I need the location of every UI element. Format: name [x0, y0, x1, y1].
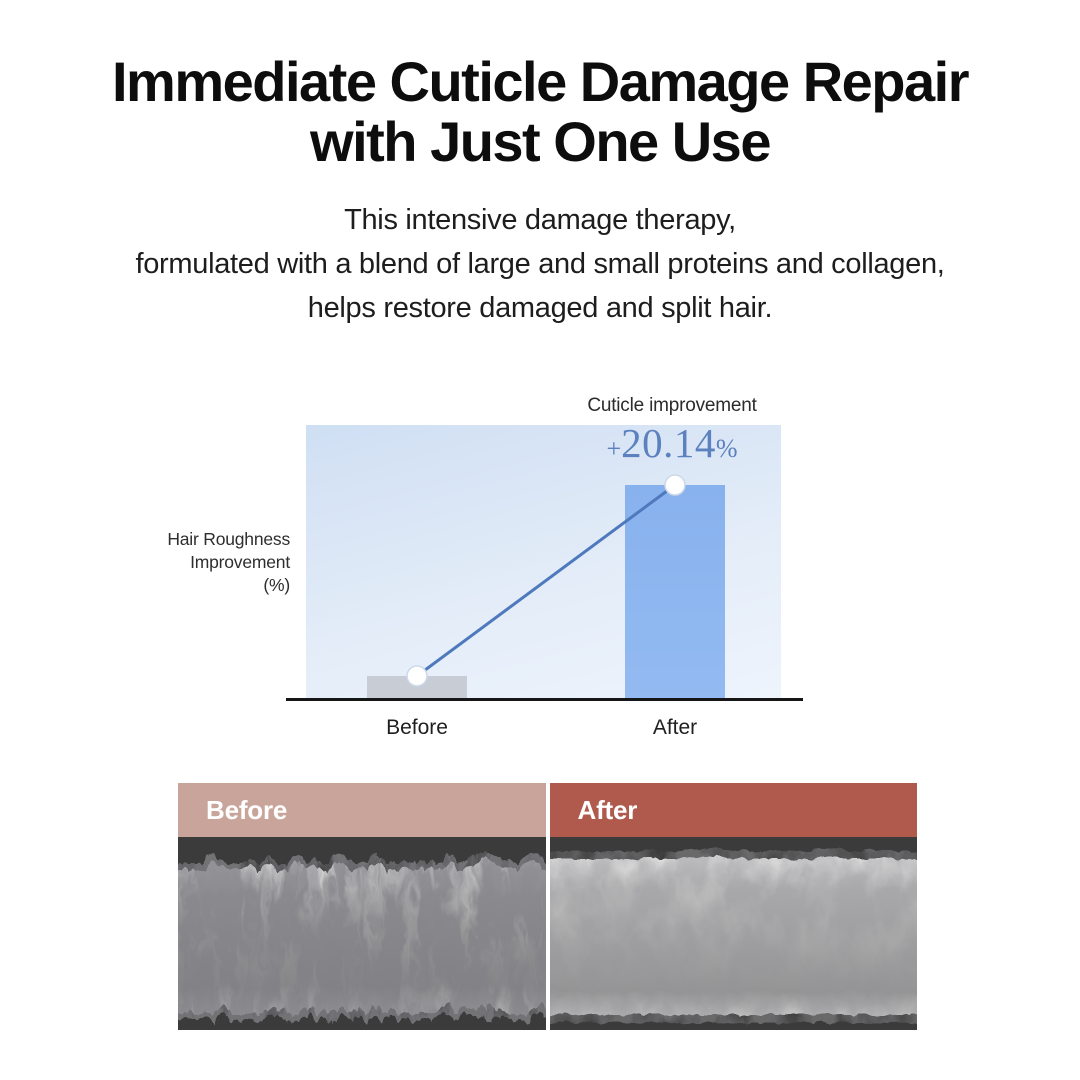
x-tick-label-after: After — [652, 716, 698, 739]
after-sem-image — [549, 837, 917, 1030]
value-percent-sign: % — [715, 434, 738, 463]
value-plus-sign: + — [606, 434, 622, 463]
cuticle-improvement-chart: Cuticle improvement +20.14% Hair Roughne… — [0, 380, 1080, 750]
title-line-1: Immediate Cuticle Damage Repair — [111, 50, 970, 113]
after-image-header: After — [549, 783, 917, 837]
bar-before — [367, 676, 467, 698]
before-image-header: Before — [178, 783, 546, 837]
after-image-panel: After — [549, 783, 917, 1030]
annotation-label: Cuticle improvement — [587, 395, 757, 416]
before-sem-texture — [178, 837, 546, 1030]
title-line-2: with Just One Use — [310, 110, 771, 173]
before-image-label: Before — [206, 794, 288, 825]
chart-annotation: Cuticle improvement +20.14% — [587, 395, 757, 467]
value-number: 20.14 — [621, 420, 716, 466]
subtitle-line-2: formulated with a blend of large and sma… — [135, 248, 945, 280]
y-axis-label-line-3: (%) — [263, 575, 290, 595]
after-image-label: After — [577, 794, 638, 825]
before-sem-image — [178, 837, 546, 1030]
before-after-comparison: Before — [178, 783, 917, 1030]
hero-section: Immediate Cuticle Damage Repair with Jus… — [0, 52, 1080, 330]
y-axis-label-line-1: Hair Roughness — [167, 529, 290, 549]
bar-after — [625, 485, 725, 698]
subtitle-line-3: helps restore damaged and split hair. — [307, 292, 773, 324]
page-title: Immediate Cuticle Damage Repair with Jus… — [0, 52, 1080, 172]
improvement-value: +20.14% — [587, 419, 756, 467]
y-axis-label-line-2: Improvement — [190, 552, 290, 572]
after-sem-texture — [549, 837, 917, 1030]
page-subtitle: This intensive damage therapy, formulate… — [0, 198, 1080, 330]
before-image-panel: Before — [178, 783, 546, 1030]
x-axis-line — [286, 698, 803, 701]
y-axis-label: Hair Roughness Improvement (%) — [100, 528, 290, 597]
x-tick-label-before: Before — [386, 716, 448, 739]
subtitle-line-1: This intensive damage therapy, — [344, 204, 736, 236]
